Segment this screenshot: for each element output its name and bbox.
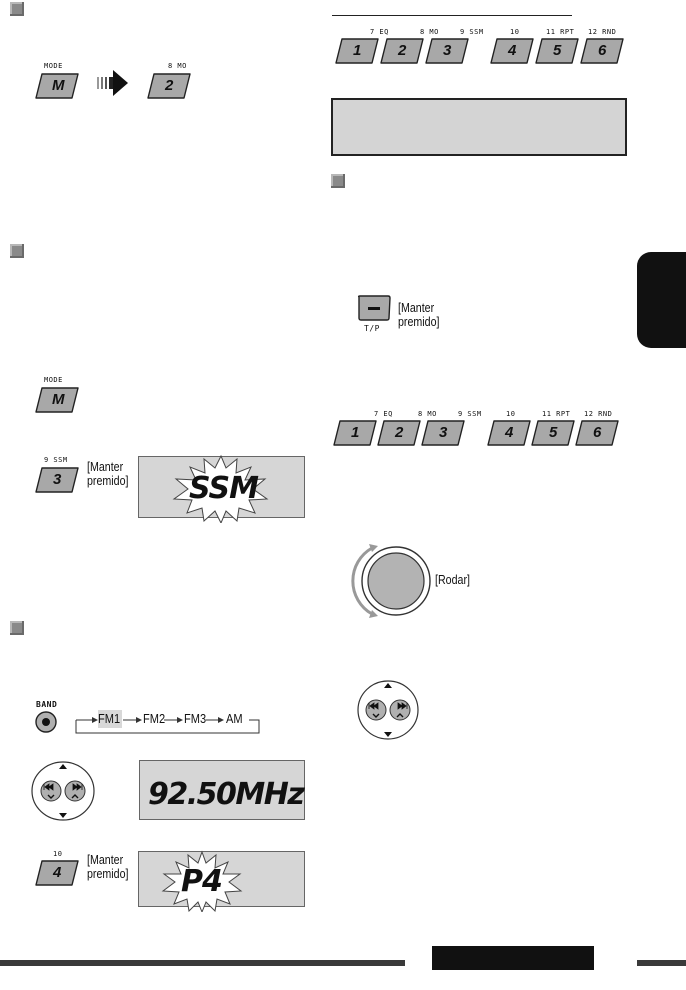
frequency-display: 92.50MHz — [139, 760, 305, 820]
preset-1-button[interactable]: 1 — [332, 420, 378, 446]
key-2-label: 2 — [395, 424, 404, 441]
hold-label-line2: premido] — [87, 473, 129, 488]
preset-5-button[interactable]: 5 — [530, 420, 576, 446]
arrow-right-icon — [97, 68, 129, 103]
seek-control-2[interactable] — [356, 679, 420, 746]
band-button[interactable] — [35, 711, 57, 738]
key-1-label: 1 — [351, 424, 360, 441]
preset-text: P4 — [181, 864, 223, 899]
band-caption: BAND — [36, 700, 58, 709]
key-4-label: 4 — [505, 424, 514, 441]
mode-caption-2: MODE — [44, 376, 63, 384]
hold-label-line1: [Manter — [87, 459, 124, 474]
tp-button[interactable] — [356, 295, 392, 326]
preset-row-2: 7 EQ 8 MO 9 SSM 10 11 RPT 12 RND 1 2 3 4… — [332, 410, 632, 450]
key4-caption: 10 — [53, 850, 63, 858]
preset-4-button[interactable]: 4 — [34, 860, 80, 886]
preset-2-button[interactable]: 2 — [376, 420, 422, 446]
preset-2-button[interactable]: 2 — [379, 38, 425, 64]
preset-2-label: 2 — [165, 77, 174, 94]
footer-rule-right — [637, 960, 686, 966]
preset-1-button[interactable]: 1 — [334, 38, 380, 64]
band-fm2: FM2 — [143, 711, 166, 726]
divider-line — [332, 15, 572, 16]
key-4-label: 4 — [508, 42, 517, 59]
caption-rnd: 12 RND — [588, 28, 617, 36]
section-marker-4 — [331, 174, 345, 188]
preset-3-button[interactable]: 3 — [34, 467, 80, 493]
key-1-label: 1 — [353, 42, 362, 59]
preset-2-button[interactable]: 2 — [146, 73, 192, 99]
key3-caption: 9 SSM — [44, 456, 68, 464]
preset-row-1: 7 EQ 8 MO 9 SSM 10 11 RPT 12 RND 1 2 3 4… — [334, 28, 634, 68]
note-box — [331, 98, 627, 156]
preset-5-button[interactable]: 5 — [534, 38, 580, 64]
caption-eq: 7 EQ — [374, 410, 393, 418]
band-am: AM — [226, 711, 243, 726]
rotate-label: [Rodar] — [435, 572, 470, 587]
control-dial[interactable] — [350, 540, 434, 627]
key-5-label: 5 — [553, 42, 562, 59]
key-5-label: 5 — [549, 424, 558, 441]
tp-hold-line1: [Manter — [398, 300, 435, 315]
flash-burst-icon — [172, 454, 269, 523]
preset-3-button[interactable]: 3 — [424, 38, 470, 64]
caption-rnd: 12 RND — [584, 410, 613, 418]
flash-burst-icon — [161, 850, 243, 912]
key-2-label: 2 — [398, 42, 407, 59]
key-6-label: 6 — [598, 42, 607, 59]
caption-rpt: 11 RPT — [542, 410, 571, 418]
key2-caption: 8 MO — [168, 62, 187, 70]
ssm-display: SSM — [138, 454, 305, 523]
hold-label-p4-line2: premido] — [87, 866, 129, 881]
mode-caption: MODE — [44, 62, 63, 70]
caption-eq: 7 EQ — [370, 28, 389, 36]
hold-label-p4-line1: [Manter — [87, 852, 124, 867]
seek-control[interactable] — [30, 760, 96, 827]
preset-6-button[interactable]: 6 — [574, 420, 620, 446]
ssm-text: SSM — [189, 471, 259, 506]
language-tab — [637, 252, 686, 348]
band-chain: FM1 FM2 FM3 AM — [62, 706, 262, 736]
footer-rule-left — [0, 960, 405, 966]
mode-button-2-label: M — [52, 391, 65, 408]
preset-3-button[interactable]: 3 — [420, 420, 466, 446]
mode-button-label: M — [52, 77, 65, 94]
tp-hold-line2: premido] — [398, 314, 440, 329]
preset-4-button[interactable]: 4 — [486, 420, 532, 446]
caption-10: 10 — [510, 28, 520, 36]
page-number-tab — [432, 946, 594, 970]
caption-rpt: 11 RPT — [546, 28, 575, 36]
mode-button-2[interactable]: M — [34, 387, 80, 413]
band-fm1: FM1 — [98, 711, 121, 726]
caption-10: 10 — [506, 410, 516, 418]
caption-mo: 8 MO — [420, 28, 439, 36]
key-3-label: 3 — [443, 42, 452, 59]
preset-display: P4 — [138, 850, 305, 912]
caption-mo: 8 MO — [418, 410, 437, 418]
section-marker-1 — [10, 2, 24, 16]
caption-ssm: 9 SSM — [458, 410, 482, 418]
section-marker-3 — [10, 621, 24, 635]
preset-6-button[interactable]: 6 — [579, 38, 625, 64]
band-fm3: FM3 — [184, 711, 207, 726]
preset-4-label: 4 — [53, 864, 62, 881]
frequency-text: 92.50MHz — [148, 777, 305, 812]
tp-caption: T/P — [364, 324, 380, 333]
key-3-label: 3 — [439, 424, 448, 441]
caption-ssm: 9 SSM — [460, 28, 484, 36]
key-6-label: 6 — [593, 424, 602, 441]
preset-3-label: 3 — [53, 471, 62, 488]
section-marker-2 — [10, 244, 24, 258]
mode-button[interactable]: M — [34, 73, 80, 99]
preset-4-button[interactable]: 4 — [489, 38, 535, 64]
